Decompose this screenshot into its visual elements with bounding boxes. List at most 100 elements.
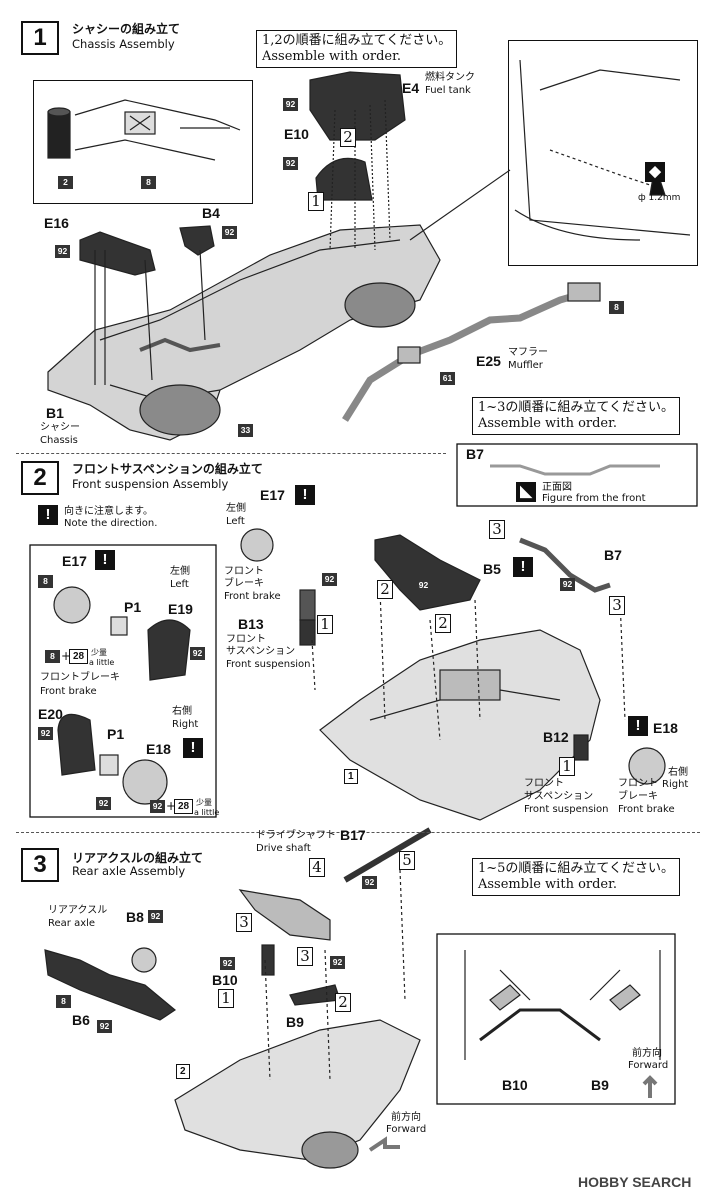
inset-b10-label: B10 xyxy=(502,1077,528,1093)
brake-en: Front brake xyxy=(618,804,675,815)
part-tag: 92 xyxy=(148,910,163,923)
step-2-order-note-en: Assemble with order. xyxy=(478,416,618,431)
fuel-tank-jp: 燃料タンク xyxy=(425,72,475,83)
part-tag: 92 xyxy=(55,245,70,258)
caution-icon: ! xyxy=(95,550,115,570)
part-b8-label: B8 xyxy=(126,909,144,925)
part-b17-label: B17 xyxy=(340,827,366,843)
plus-sign: + xyxy=(166,799,177,813)
section-divider xyxy=(16,453,446,454)
step-1-order-note-jp: 1,2の順番に組み立てください。 xyxy=(262,33,452,48)
susp-jp-b: サスペンション xyxy=(524,791,594,802)
order-marker: 2 xyxy=(340,128,356,147)
part-b13-label: B13 xyxy=(238,616,264,632)
rear-axle-jp: リアアクスル xyxy=(48,905,108,916)
order-marker: 5 xyxy=(399,851,415,870)
left-jp: 左側 xyxy=(226,503,246,514)
part-tag: 92 xyxy=(97,1020,112,1033)
part-tag: 8 xyxy=(141,176,156,189)
chassis-jp: シャシー xyxy=(40,422,80,433)
step-3-order-note-jp: 1~5の順番に組み立てください。 xyxy=(478,861,675,876)
inset-b9-label: B9 xyxy=(591,1077,609,1093)
order-marker: 1 xyxy=(559,757,575,776)
drive-shaft-jp: ドライブシャフト xyxy=(256,830,336,841)
caution-icon: ! xyxy=(295,485,315,505)
order-marker: 1 xyxy=(317,615,333,634)
part-p1-label: P1 xyxy=(124,599,142,615)
part-e10-label: E10 xyxy=(284,126,309,142)
left-jp: 左側 xyxy=(170,566,190,577)
view-icon: ◣ xyxy=(516,482,536,502)
right-en: Right xyxy=(172,719,199,730)
order-marker: 2 xyxy=(377,580,393,599)
fuel-tank-en: Fuel tank xyxy=(425,85,471,96)
grease-tag: 28 xyxy=(174,799,194,814)
part-e20-label: E20 xyxy=(38,706,63,722)
step-2-inset-box xyxy=(29,544,217,818)
step-3-title-jp: リアアクスルの組み立て xyxy=(72,851,204,865)
section-divider xyxy=(16,832,700,833)
part-tag: 8 xyxy=(56,995,71,1008)
a-little-jp: 少量 xyxy=(196,798,212,807)
part-tag: 8 xyxy=(609,301,624,314)
part-b5-label: B5 xyxy=(483,561,501,577)
part-b7-label: B7 xyxy=(604,547,622,563)
order-marker: 1 xyxy=(308,192,324,211)
caution-icon: ! xyxy=(628,716,648,736)
part-tag: 92 xyxy=(560,578,575,591)
step-3-order-note: 1~5の順番に組み立てください。 Assemble with order. xyxy=(472,858,681,896)
step-2-title-jp: フロントサスペンションの組み立て xyxy=(72,462,263,476)
rear-axle-en: Rear axle xyxy=(48,918,96,929)
left-en: Left xyxy=(170,579,189,590)
inset-cylinder-shape xyxy=(47,111,71,159)
part-tag: 92 xyxy=(322,573,337,586)
part-e17-label: E17 xyxy=(260,487,285,503)
part-tag: 2 xyxy=(58,176,73,189)
part-tag: 92 xyxy=(330,956,345,969)
watermark: HOBBY SEARCH xyxy=(578,1174,692,1190)
step-3-order-note-en: Assemble with order. xyxy=(478,877,618,892)
step-3-number: 3 xyxy=(21,848,59,882)
part-tag: 92 xyxy=(222,226,237,239)
part-tag: 92 xyxy=(283,98,298,111)
part-b10-label: B10 xyxy=(212,972,238,988)
order-marker: 3 xyxy=(297,947,313,966)
order-marker: 3 xyxy=(609,596,625,615)
order-marker: 3 xyxy=(489,520,505,539)
part-tag: 92 xyxy=(283,157,298,170)
part-tag: 92 xyxy=(150,800,165,813)
left-en: Left xyxy=(226,516,245,527)
part-e4-label: E4 xyxy=(402,80,420,96)
brake-jp-b: ブレーキ xyxy=(618,791,658,802)
part-b12-label: B12 xyxy=(543,729,569,745)
muffler-jp: マフラー xyxy=(508,347,548,358)
part-e18-label: E18 xyxy=(653,720,678,736)
drive-shaft-en: Drive shaft xyxy=(256,843,311,854)
right-jp: 右側 xyxy=(668,767,688,778)
susp-en: Front suspension xyxy=(226,659,311,670)
susp-jp-a: フロント xyxy=(226,634,266,645)
step-1-inset-right xyxy=(508,40,698,266)
step-2-number: 2 xyxy=(21,461,59,495)
part-e25-label: E25 xyxy=(476,353,501,369)
forward-jp: 前方向 xyxy=(391,1112,421,1123)
step-3-title-en: Rear axle Assembly xyxy=(72,864,186,878)
grease-tag: 28 xyxy=(69,649,89,664)
brake-en: Front brake xyxy=(224,591,281,602)
susp-jp-b: サスペンション xyxy=(226,646,296,657)
part-p1-label-b: P1 xyxy=(107,726,125,742)
part-tag: 92 xyxy=(190,647,205,660)
step-1-number: 1 xyxy=(21,21,59,55)
drill-size: ф 1.2mm xyxy=(638,193,681,203)
caution-en: Note the direction. xyxy=(64,518,158,529)
part-b6-label: B6 xyxy=(72,1012,90,1028)
brake-jp-a: フロント xyxy=(224,566,264,577)
order-marker: 2 xyxy=(335,993,351,1012)
order-marker: 1 xyxy=(218,989,234,1008)
order-marker: 2 xyxy=(435,614,451,633)
front-view-jp: 正面図 xyxy=(542,482,572,493)
part-tag: 33 xyxy=(238,424,253,437)
part-tag: 8 xyxy=(38,575,53,588)
part-tag: 92 xyxy=(220,957,235,970)
